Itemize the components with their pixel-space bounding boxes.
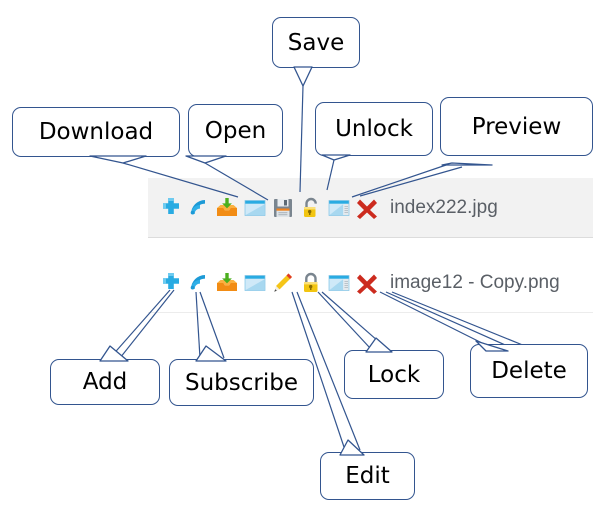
callout-delete-label: Delete (491, 358, 567, 384)
lock-icon[interactable] (298, 270, 324, 296)
callout-subscribe-label: Subscribe (184, 369, 298, 396)
table-row[interactable]: index222.jpg (148, 178, 593, 238)
file-name: image12 - Copy.png (390, 271, 560, 293)
open-icon[interactable] (242, 270, 268, 296)
delete-icon[interactable] (354, 270, 380, 296)
callout-lock: Lock (344, 350, 444, 399)
subscribe-icon[interactable] (186, 270, 212, 296)
callout-add: Add (50, 359, 160, 405)
preview-icon[interactable] (326, 195, 352, 221)
edit-icon[interactable] (270, 270, 296, 296)
delete-icon[interactable] (354, 195, 380, 221)
callout-add-label: Add (82, 369, 128, 395)
callout-download-label: Download (38, 119, 154, 145)
callout-lock-label: Lock (367, 361, 421, 388)
preview-icon[interactable] (326, 270, 352, 296)
callout-save-label: Save (287, 29, 345, 56)
row-action-toolbar (148, 270, 380, 296)
callout-open-label: Open (204, 117, 267, 144)
file-list: index222.jpg (148, 178, 593, 313)
file-name: index222.jpg (390, 196, 498, 218)
save-icon[interactable] (270, 195, 296, 221)
row-action-toolbar (148, 195, 380, 221)
callout-edit: Edit (320, 452, 415, 500)
callout-unlock-label: Unlock (335, 116, 413, 142)
add-icon[interactable] (158, 195, 184, 221)
unlock-icon[interactable] (298, 195, 324, 221)
callout-subscribe: Subscribe (169, 359, 314, 406)
callout-open: Open (188, 104, 283, 157)
download-icon[interactable] (214, 270, 240, 296)
subscribe-icon[interactable] (186, 195, 212, 221)
callout-edit-label: Edit (345, 463, 390, 489)
callout-delete: Delete (470, 344, 588, 398)
add-icon[interactable] (158, 270, 184, 296)
open-icon[interactable] (242, 195, 268, 221)
row-gap (148, 238, 593, 253)
table-row[interactable]: image12 - Copy.png (148, 253, 593, 313)
download-icon[interactable] (214, 195, 240, 221)
callout-unlock: Unlock (315, 102, 433, 156)
callout-download: Download (12, 107, 180, 157)
callout-preview-label: Preview (471, 113, 562, 140)
callout-save: Save (272, 17, 360, 68)
callout-preview: Preview (440, 97, 593, 156)
